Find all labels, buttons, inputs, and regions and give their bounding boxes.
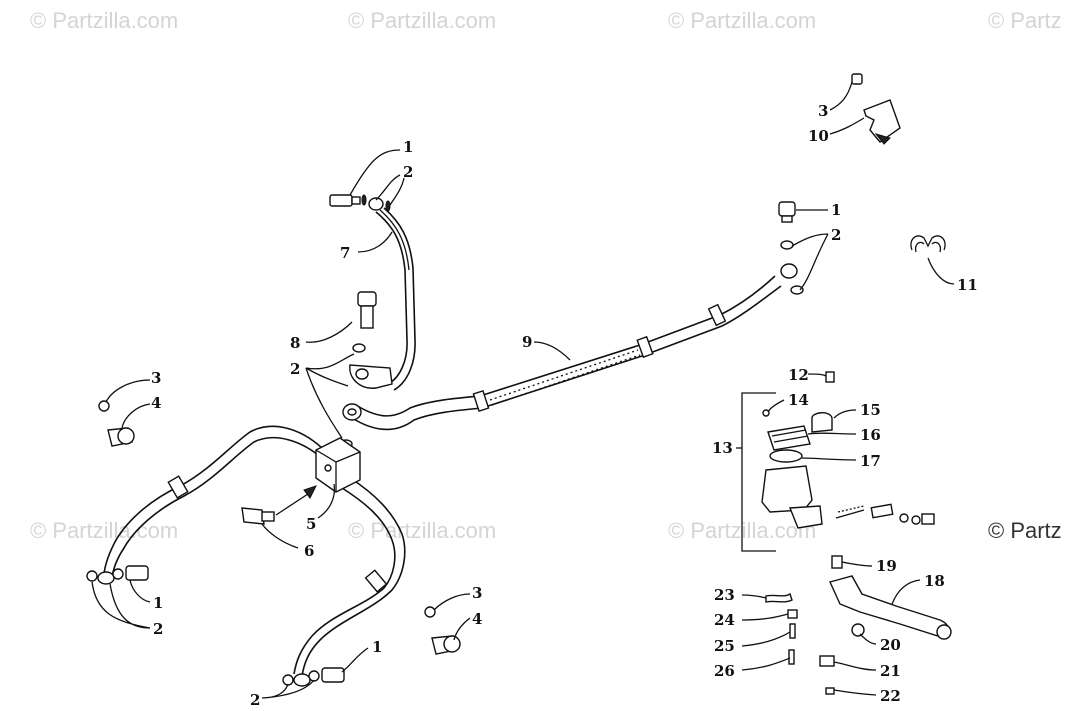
callout-4: 4 bbox=[151, 394, 161, 412]
banjo-fitting-9-right bbox=[778, 201, 804, 295]
callout-4: 4 bbox=[472, 610, 482, 628]
callout-6: 6 bbox=[304, 542, 314, 560]
brake-lever-18 bbox=[829, 555, 952, 640]
banjo-bolt-8 bbox=[349, 291, 393, 389]
clip-11 bbox=[910, 235, 946, 253]
callout-3: 3 bbox=[151, 369, 161, 387]
left-fitting bbox=[86, 565, 149, 585]
callout-17: 17 bbox=[860, 452, 881, 470]
master-cylinder bbox=[741, 371, 935, 552]
callout-18: 18 bbox=[924, 572, 945, 590]
callout-2: 2 bbox=[250, 691, 260, 709]
callout-8: 8 bbox=[290, 334, 300, 352]
callout-1: 1 bbox=[403, 138, 413, 156]
callout-2: 2 bbox=[290, 360, 300, 378]
callout-16: 16 bbox=[860, 426, 881, 444]
banjo-fitting-7 bbox=[329, 194, 391, 212]
callout-1: 1 bbox=[153, 594, 163, 612]
small-parts bbox=[765, 592, 865, 695]
callout-1: 1 bbox=[831, 201, 841, 219]
callout-1: 1 bbox=[372, 638, 382, 656]
callout-9: 9 bbox=[522, 333, 532, 351]
callout-7: 7 bbox=[340, 244, 350, 262]
callout-2: 2 bbox=[153, 620, 163, 638]
callout-14: 14 bbox=[788, 391, 809, 409]
bolt-6 bbox=[241, 485, 317, 525]
watermark: © Partzilla.com bbox=[30, 8, 179, 33]
callout-10: 10 bbox=[808, 127, 829, 145]
callout-22: 22 bbox=[880, 687, 901, 705]
callout-23: 23 bbox=[714, 586, 735, 604]
callout-13: 13 bbox=[712, 439, 733, 457]
watermark: © Partzilla.com bbox=[668, 8, 817, 33]
leader-lines bbox=[91, 81, 955, 699]
watermark: © Partzilla.com bbox=[348, 518, 497, 543]
callout-19: 19 bbox=[876, 557, 897, 575]
hose-7 bbox=[375, 207, 416, 391]
clamp-left bbox=[98, 400, 135, 447]
clamp-right bbox=[424, 606, 461, 655]
callout-25: 25 bbox=[714, 637, 735, 655]
callout-15: 15 bbox=[860, 401, 881, 419]
callout-24: 24 bbox=[714, 611, 735, 629]
callout-3: 3 bbox=[818, 102, 828, 120]
watermark: © Partz bbox=[988, 518, 1062, 543]
watermark: © Partzilla.com bbox=[348, 8, 497, 33]
watermark: © Partzilla.com bbox=[30, 518, 179, 543]
callout-2: 2 bbox=[403, 163, 413, 181]
callout-labels: 1 2 7 8 2 3 4 1 2 5 6 3 4 1 2 9 1 2 3 10… bbox=[151, 102, 978, 709]
callout-20: 20 bbox=[880, 636, 901, 654]
callout-12: 12 bbox=[788, 366, 809, 384]
junction-block-5 bbox=[315, 437, 361, 493]
callout-3: 3 bbox=[472, 584, 482, 602]
front-brake-hoses bbox=[103, 425, 406, 677]
watermark: © Partz bbox=[988, 8, 1062, 33]
hose-9 bbox=[351, 275, 782, 431]
callout-5: 5 bbox=[306, 515, 316, 533]
callout-11: 11 bbox=[957, 276, 978, 294]
bracket-10 bbox=[851, 73, 901, 145]
right-fitting bbox=[282, 667, 345, 687]
callout-26: 26 bbox=[714, 662, 735, 680]
callout-21: 21 bbox=[880, 662, 901, 680]
callout-2: 2 bbox=[831, 226, 841, 244]
